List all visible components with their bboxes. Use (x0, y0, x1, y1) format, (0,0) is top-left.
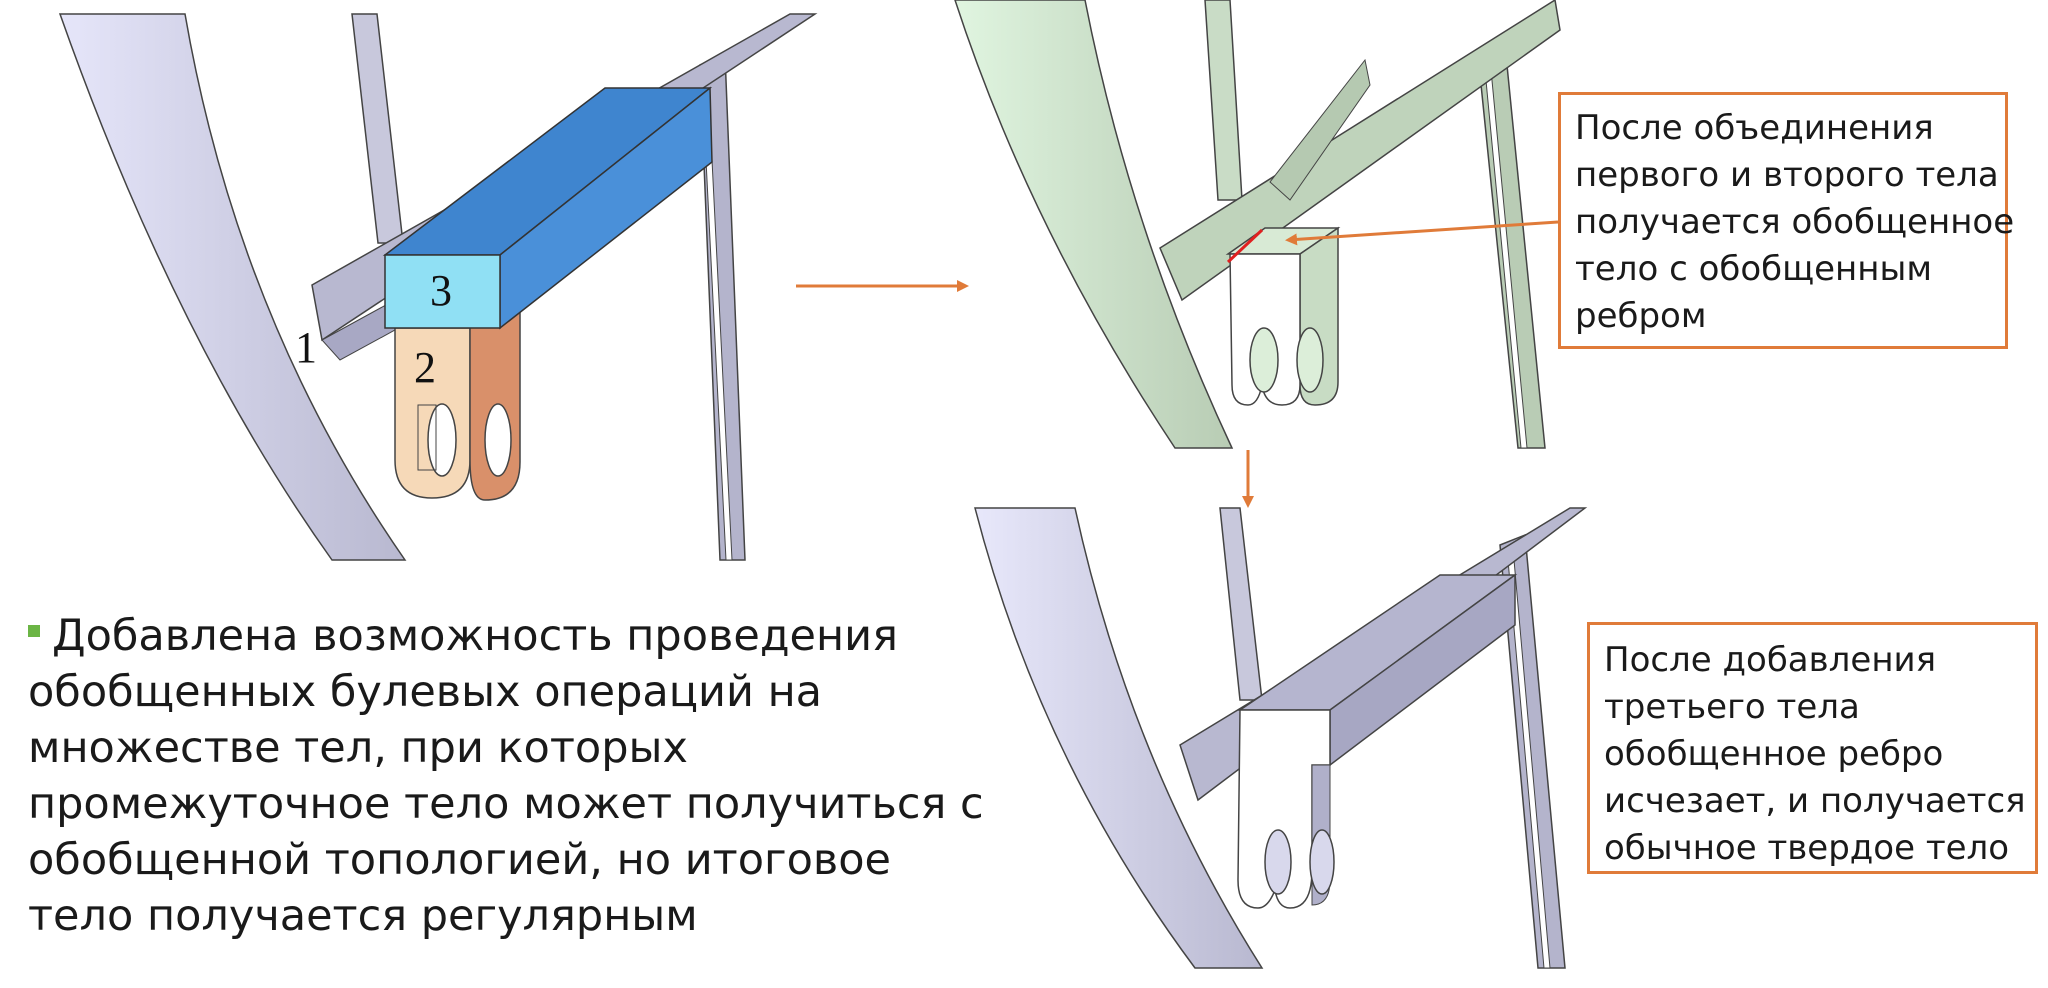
callout-bottom-line: исчезает, и получается (1604, 781, 2026, 821)
panel-three-bodies: 1 2 3 (58, 13, 818, 561)
body-label-1: 1 (295, 323, 317, 372)
callout-top-line: получается обобщенное (1575, 202, 2015, 242)
callout-regular-body: После добавления третьего тела обобщенно… (1587, 622, 2038, 874)
bullet-line: обобщенных булевых операций на (28, 667, 823, 717)
callout-top-line: тело с обобщенным (1575, 249, 1932, 289)
callout-top-line: После объединения (1575, 108, 1934, 148)
bullet-line: множестве тел, при которых (28, 723, 688, 773)
panel-regular-body (974, 507, 1588, 969)
bullet-marker-icon (28, 624, 40, 637)
callout-bottom-line: После добавления (1604, 640, 1937, 680)
bullet-line: обобщенной топологией, но итоговое (28, 835, 892, 885)
bullet-line-first: Добавлена возможность проведения (28, 608, 948, 664)
arrow-to-edge (1285, 220, 1559, 246)
bullet-line: Добавлена возможность проведения (52, 611, 898, 661)
bullet-text: Добавлена возможность проведения обобщен… (28, 608, 984, 944)
callout-top-line: ребром (1575, 296, 1707, 336)
callout-top-line: первого и второго тела (1575, 155, 1999, 195)
body-label-2: 2 (414, 343, 436, 392)
callout-bottom-line: обобщенное ребро (1604, 734, 1944, 774)
callout-bottom-line: обычное твердое тело (1604, 828, 2010, 868)
bullet-line: промежуточное тело может получиться с (28, 779, 984, 829)
callout-generalized-edge: После объединения первого и второго тела… (1558, 92, 2015, 349)
body-label-3: 3 (430, 266, 452, 315)
panel-generalized-body (954, 0, 1561, 449)
generalized-edge (1226, 228, 1264, 264)
bullet-line: тело получается регулярным (28, 891, 698, 941)
callout-bottom-line: третьего тела (1604, 687, 1860, 727)
